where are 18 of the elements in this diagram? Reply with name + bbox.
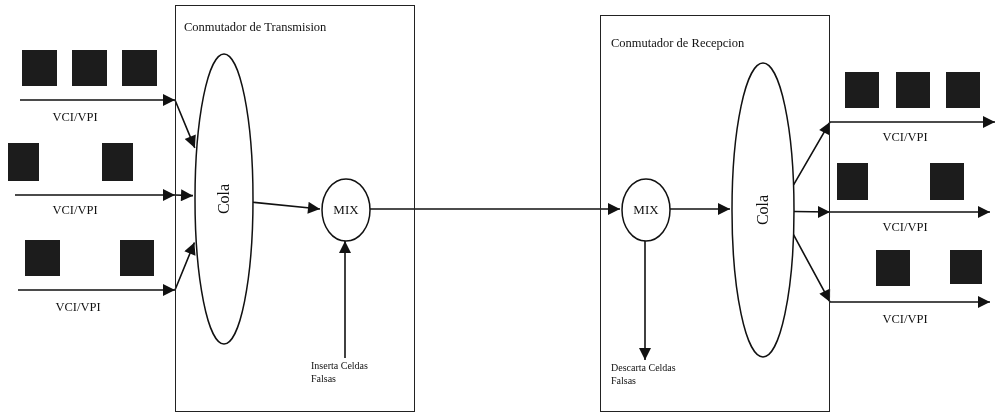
arrow xyxy=(669,203,731,215)
queue-label: Cola xyxy=(754,194,772,226)
box-title: Conmutador de Transmision xyxy=(184,20,327,35)
arrow xyxy=(339,240,351,359)
arrow xyxy=(252,201,321,214)
arrow xyxy=(14,189,194,201)
arrow xyxy=(369,203,621,215)
mix-label: MIX xyxy=(333,202,359,218)
switch-box xyxy=(600,15,830,412)
arrow xyxy=(19,94,196,149)
mix-label: MIX xyxy=(633,202,659,218)
box-title: Conmutador de Recepcion xyxy=(611,36,745,51)
note-text: Inserta Celdas Falsas xyxy=(311,360,368,384)
note-text: Descarta Celdas Falsas xyxy=(611,362,676,386)
arrow xyxy=(17,241,196,296)
switch-box xyxy=(175,5,415,412)
queue-label: Cola xyxy=(215,183,233,215)
arrow xyxy=(639,240,651,361)
